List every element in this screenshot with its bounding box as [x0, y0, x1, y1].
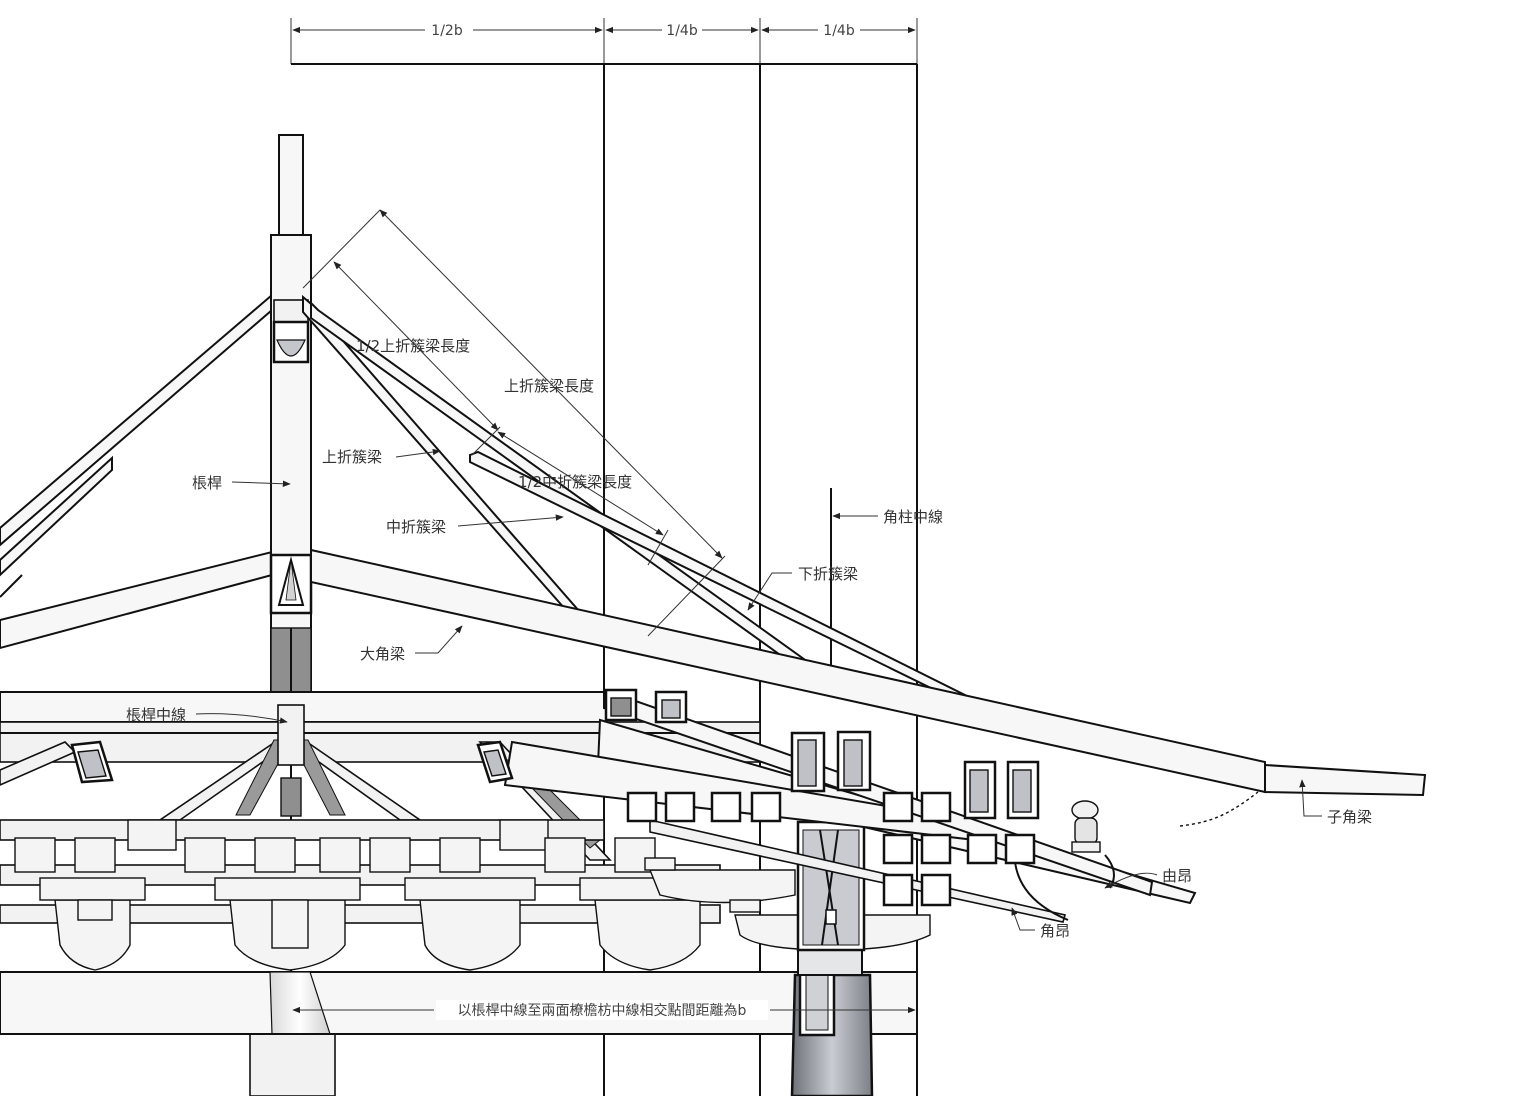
bracket-cluster-1: [14, 819, 177, 971]
dim-quarter-b-2: 1/4b: [823, 23, 855, 39]
central-mast: [269, 134, 313, 736]
beam-blocks: [70, 688, 1115, 921]
label-big-corner-beam: 大角梁: [360, 645, 405, 663]
top-dimension-group: 1/2b 1/4b 1/4b: [290, 18, 918, 64]
dim-half-b: 1/2b: [431, 23, 463, 39]
bracket-cluster-3: [369, 819, 549, 971]
label-jiao-ang: 角昂: [1040, 922, 1070, 940]
label-you-ang: 由昂: [1162, 867, 1192, 885]
left-rafters: [0, 292, 273, 650]
label-upper-beam: 上折簇梁: [322, 448, 382, 466]
label-child-corner-beam: 子角梁: [1327, 808, 1372, 826]
labels: 棖桿 上折簇梁 中折簇梁 大角梁 棖桿中線 1/2上折簇梁長度 上折簇梁長度 1…: [126, 337, 1372, 940]
horizontal-frame: [0, 691, 918, 1096]
dim-bottom-distance: 以棖桿中線至兩面橑檐枋中線相交點間距離為b: [458, 1002, 747, 1019]
corner-column: [790, 820, 874, 1096]
dim-quarter-b-1: 1/4b: [666, 23, 698, 39]
label-lower-beam: 下折簇梁: [798, 565, 858, 583]
label-half-upper-length: 1/2上折簇梁長度: [356, 337, 470, 355]
label-corner-column-center: 角柱中線: [883, 508, 943, 526]
bracket-cluster-2: [184, 837, 361, 971]
bracket-sets: [0, 819, 931, 971]
bracket-cluster-4: [544, 837, 721, 971]
label-cheng-gan-center: 棖桿中線: [126, 706, 186, 724]
bottom-dimension: 以棖桿中線至兩面橑檐枋中線相交點間距離為b: [292, 1000, 916, 1020]
label-upper-length: 上折簇梁長度: [504, 377, 594, 395]
label-cheng-gan: 棖桿: [192, 474, 222, 492]
label-half-middle-length: 1/2中折簇梁長度: [518, 473, 632, 491]
label-middle-beam: 中折簇梁: [386, 518, 446, 536]
beam-length-dimensions: [302, 209, 726, 637]
